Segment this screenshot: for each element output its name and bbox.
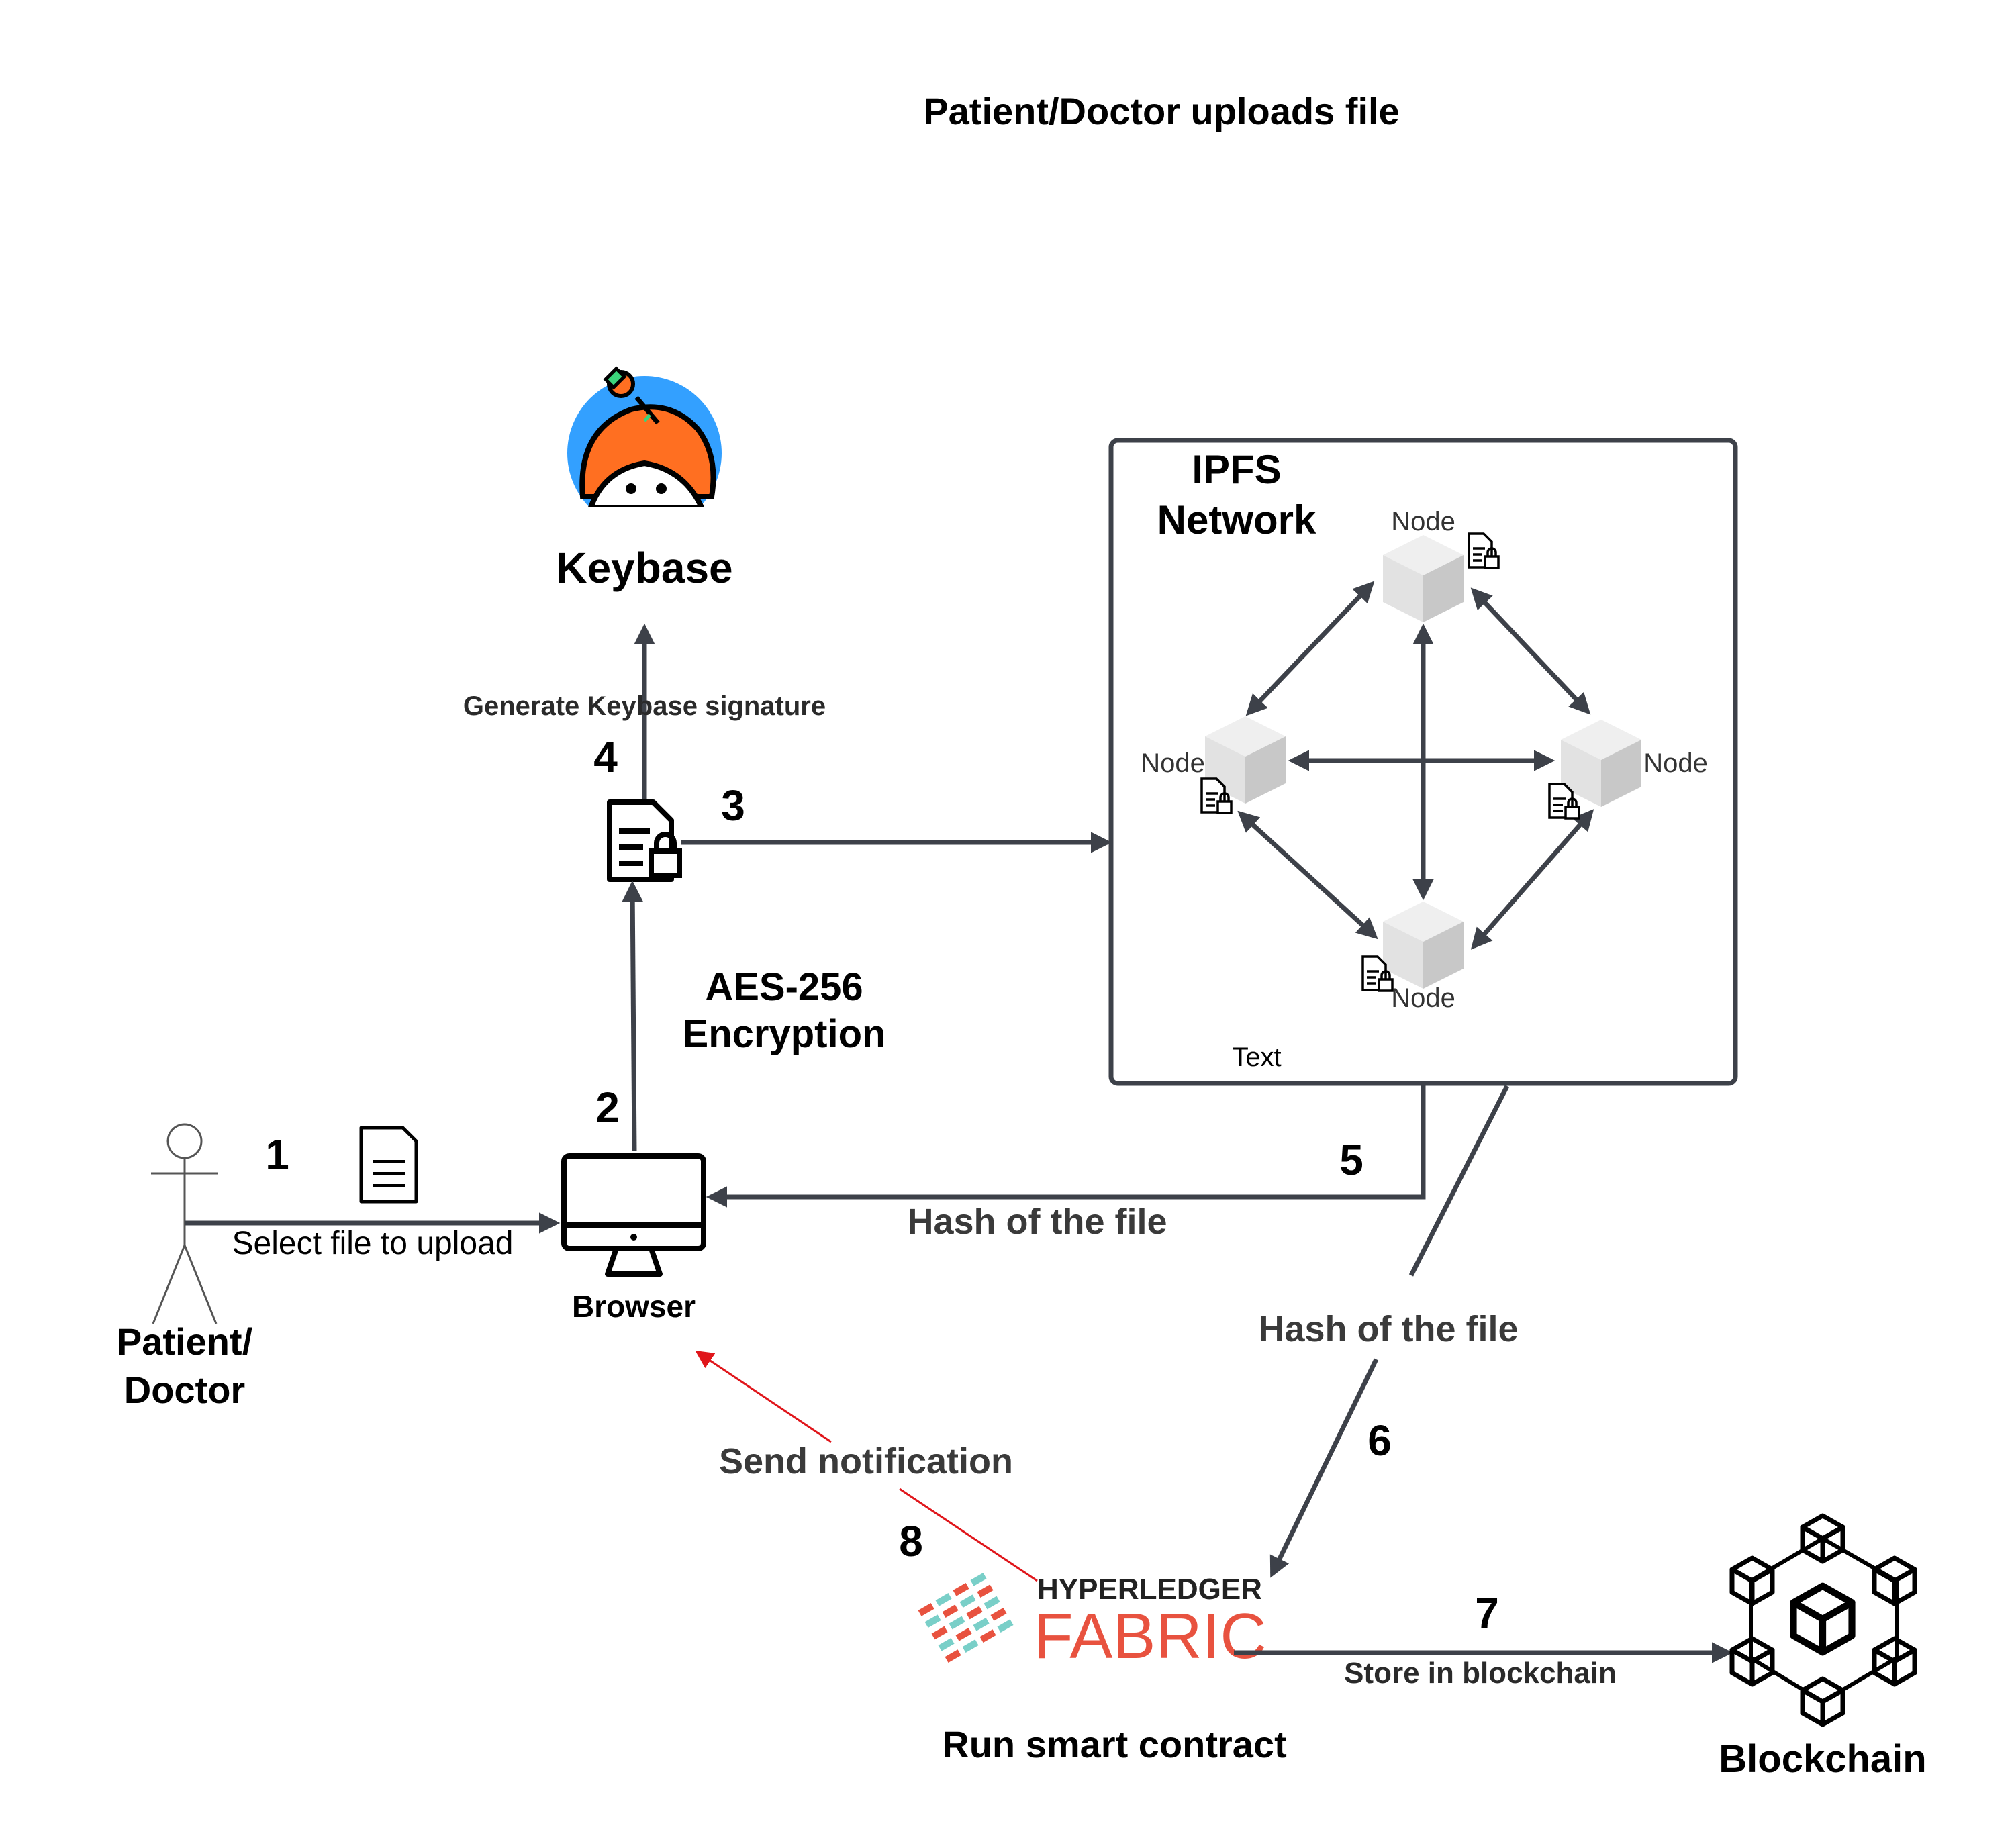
edge-hash-to-browser — [706, 1083, 1426, 1208]
blockchain-network-icon — [1732, 1516, 1915, 1724]
ipfs-title-line1: IPFS — [1192, 447, 1281, 492]
edge-label-generate-signature: Generate Keybase signature — [463, 691, 826, 721]
browser-monitor-icon — [561, 1153, 706, 1277]
ipfs-peer-links — [1237, 581, 1594, 950]
step-number-4: 4 — [593, 733, 618, 781]
patient-doctor-stick-figure-icon — [151, 1123, 218, 1324]
step-number-6: 6 — [1368, 1416, 1392, 1465]
edge-label-select-file: Select file to upload — [232, 1226, 514, 1261]
edge-hash-to-fabric-lower — [1269, 1358, 1379, 1578]
blockchain-label: Blockchain — [1719, 1737, 1926, 1781]
ipfs-node-right-label: Node — [1643, 748, 1708, 778]
step-number-2: 2 — [595, 1083, 620, 1132]
step-number-3: 3 — [721, 781, 745, 830]
ipfs-node-bottom-label: Node — [1391, 983, 1455, 1013]
keybase-logo-icon — [567, 366, 722, 507]
edge-encrypt — [622, 880, 643, 1152]
keybase-label: Keybase — [556, 544, 732, 592]
encryption-label-line2: Encryption — [683, 1012, 886, 1056]
edge-label-store-in-blockchain: Store in blockchain — [1344, 1657, 1617, 1690]
hyperledger-fabric-logo-icon — [918, 1573, 1014, 1663]
step-number-8: 8 — [899, 1517, 923, 1565]
fabric-caption: Run smart contract — [942, 1723, 1286, 1765]
encrypted-file-icon — [607, 799, 682, 882]
edge-label-hash-to-browser: Hash of the file — [907, 1202, 1167, 1242]
edge-label-hash-to-fabric: Hash of the file — [1258, 1309, 1518, 1349]
step-number-5: 5 — [1339, 1136, 1363, 1184]
patient-doctor-label-line2: Doctor — [124, 1369, 245, 1411]
ipfs-node-left-label: Node — [1141, 748, 1205, 778]
ipfs-footer-text: Text — [1232, 1042, 1281, 1072]
step-number-1: 1 — [265, 1130, 289, 1179]
file-icon — [359, 1126, 418, 1204]
ipfs-title-line2: Network — [1157, 497, 1316, 542]
step-number-7: 7 — [1475, 1589, 1499, 1637]
diagram-title: Patient/Doctor uploads file — [923, 90, 1399, 132]
edge-label-send-notification: Send notification — [719, 1441, 1013, 1481]
ipfs-node-top-label: Node — [1391, 507, 1455, 536]
patient-doctor-label-line1: Patient/ — [117, 1320, 253, 1363]
encryption-label-line1: AES-256 — [705, 965, 863, 1009]
browser-label: Browser — [572, 1289, 696, 1324]
edge-send-notification-upper — [695, 1350, 832, 1443]
edge-hash-to-fabric-upper — [1408, 1085, 1510, 1277]
edge-send-notification-lower — [899, 1488, 1038, 1582]
fabric-logo-line2: FABRIC — [1034, 1600, 1267, 1672]
fabric-logo-line1: HYPERLEDGER — [1037, 1573, 1262, 1606]
